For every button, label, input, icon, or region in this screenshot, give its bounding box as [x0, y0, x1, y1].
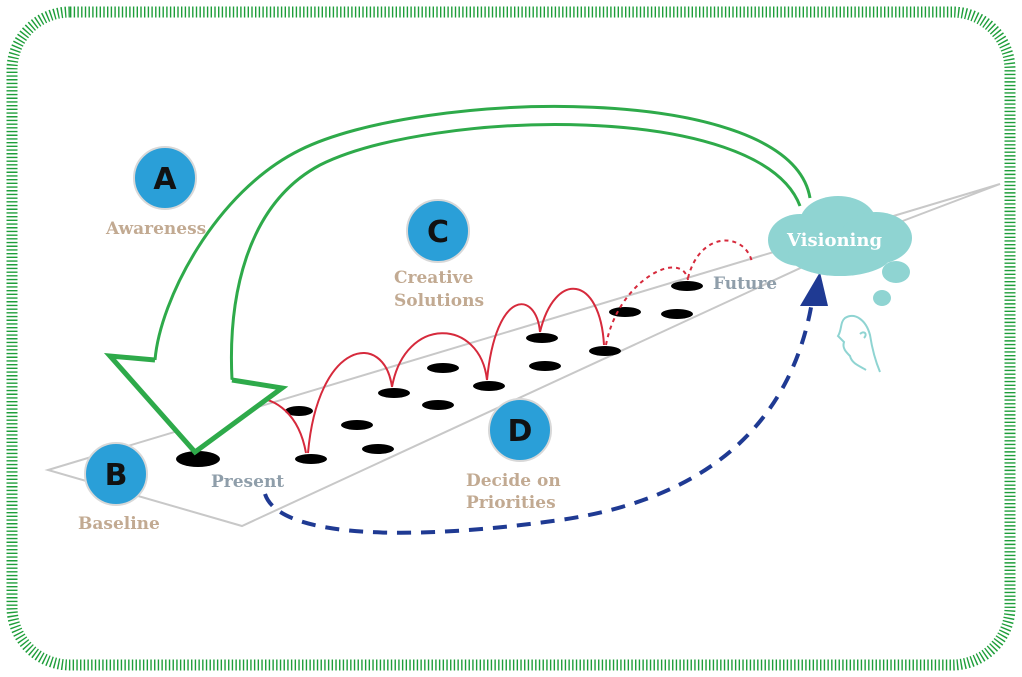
stage-b-badge: B [84, 442, 148, 506]
stepping-stone [341, 420, 373, 430]
stage-c-badge: C [406, 199, 470, 263]
stepping-stone [473, 381, 505, 391]
visioning-label: Visioning [786, 230, 882, 251]
stepping-stone [589, 346, 621, 356]
stage-b-letter: B [105, 458, 128, 493]
stepping-stone [671, 281, 703, 291]
solutions-label: Solutions [394, 291, 484, 311]
stepping-stone [378, 388, 410, 398]
awareness-label: Awareness [105, 219, 206, 239]
stepping-stone [661, 309, 693, 319]
awareness-arrow [103, 104, 812, 456]
stepping-stone [609, 307, 641, 317]
future-label: Future [713, 274, 777, 294]
arrowhead-icon [800, 272, 828, 306]
head-profile-icon [836, 315, 881, 373]
stage-a-badge: A [133, 146, 197, 210]
present-label: Present [211, 472, 284, 492]
stepping-stone [295, 454, 327, 464]
stepping-stone [362, 444, 394, 454]
stepping-stone [526, 333, 558, 343]
stepping-stone [529, 361, 561, 371]
stepping-stones [176, 281, 703, 467]
frame-border [6, 6, 1016, 671]
creative-label: Creative [394, 268, 474, 288]
stepping-stone [427, 363, 459, 373]
return-arrow [263, 272, 828, 535]
stepping-stone [285, 406, 313, 416]
decide-on-label: Decide on [466, 471, 561, 491]
priorities-label: Priorities [466, 493, 556, 513]
baseline-label: Baseline [78, 514, 160, 534]
stage-d-badge: D [488, 398, 552, 462]
thought-cloud-icon [768, 196, 912, 306]
future-jump-arcs [605, 239, 753, 346]
stepping-stone [422, 400, 454, 410]
stage-d-letter: D [508, 414, 533, 449]
stage-c-letter: C [427, 215, 449, 250]
stage-a-letter: A [153, 162, 177, 197]
stepping-stone [176, 451, 220, 467]
